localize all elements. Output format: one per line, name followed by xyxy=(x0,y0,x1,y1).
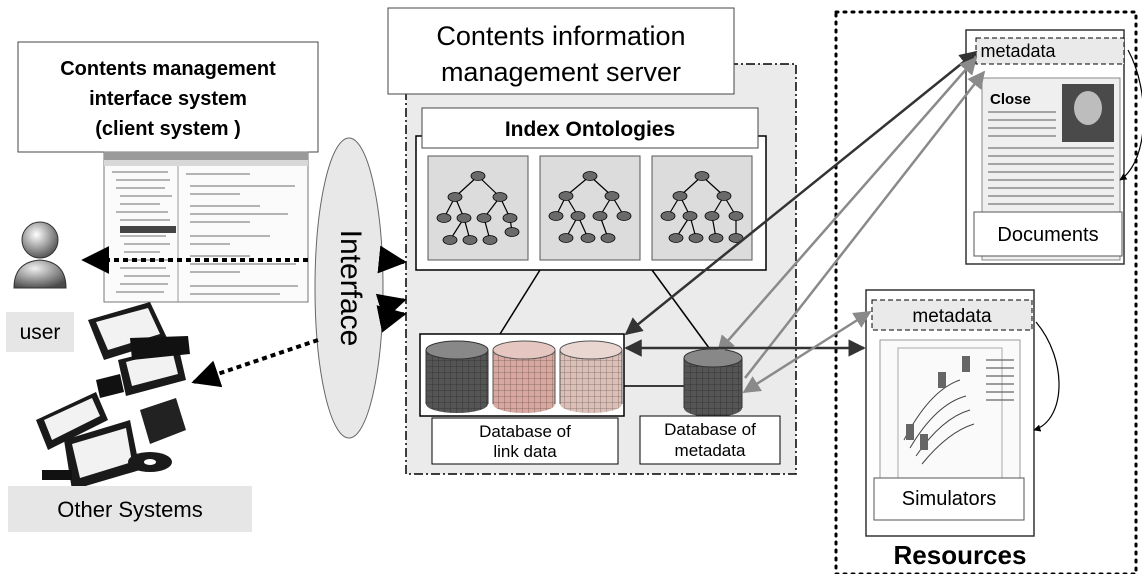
link-db-label-line1: Database of xyxy=(479,422,571,441)
interface-label: Interface xyxy=(334,230,367,347)
metadata-db-label-line2: metadata xyxy=(675,441,746,460)
client-title-box: Contents management interface system (cl… xyxy=(17,41,319,153)
client-title-line1: Contents management xyxy=(60,58,276,80)
metadata-db-label-line1: Database of xyxy=(664,420,756,439)
documents-label: Documents xyxy=(997,224,1098,246)
client-title-line2: interface system xyxy=(89,88,247,110)
user-icon xyxy=(13,221,67,289)
simulators-metadata-curve-arrow xyxy=(1033,321,1060,432)
interface-ellipse: Interface xyxy=(314,137,384,439)
link-db-cylinder-3 xyxy=(559,340,623,413)
server-title-line2: management server xyxy=(441,57,681,87)
server-title-line1: Contents information xyxy=(436,21,685,51)
metadata-db-cylinder xyxy=(683,348,743,417)
link-db-cylinder-1 xyxy=(425,340,489,413)
index-ontologies-title: Index Ontologies xyxy=(505,118,675,141)
user-label: user xyxy=(20,321,61,344)
interface-othersystems-arrow xyxy=(191,338,319,388)
documents-metadata-label: metadata xyxy=(980,41,1056,61)
link-db-cylinder-2 xyxy=(492,340,556,413)
link-db-label-line2: link data xyxy=(493,442,557,461)
svg-text:Close: Close xyxy=(990,91,1031,108)
ontology-linkdb-connector xyxy=(499,269,541,335)
ontology-tree-1 xyxy=(427,155,529,261)
resources-title: Resources xyxy=(894,540,1027,570)
index-ontologies-panel: Index Ontologies xyxy=(415,107,767,271)
interface-server-arrow-1 xyxy=(377,245,407,274)
computers-icon xyxy=(36,302,190,490)
interface-server-arrow-2 xyxy=(375,293,407,321)
simulators-resource: metadata Simulators xyxy=(865,289,1060,537)
other-systems-label: Other Systems xyxy=(57,497,202,522)
simulators-label: Simulators xyxy=(902,488,996,510)
link-data-database-group: Database of link data xyxy=(419,333,625,465)
documents-metadata-curve-arrow xyxy=(1119,49,1142,181)
user-label-box: user xyxy=(6,312,74,352)
metadb-documents-metadata-arrow xyxy=(716,56,978,354)
client-title-line3: (client system ) xyxy=(95,118,241,140)
other-systems-label-box: Other Systems xyxy=(8,486,252,532)
ontology-tree-2 xyxy=(539,155,641,261)
interface-server-arrow-3 xyxy=(376,305,407,333)
client-screenshot-thumbnail xyxy=(103,151,309,303)
documents-resource: Close metadata Documents xyxy=(965,29,1142,265)
metadb-simulators-metadata-arrow xyxy=(742,310,872,394)
simulators-metadata-label: metadata xyxy=(912,306,992,327)
